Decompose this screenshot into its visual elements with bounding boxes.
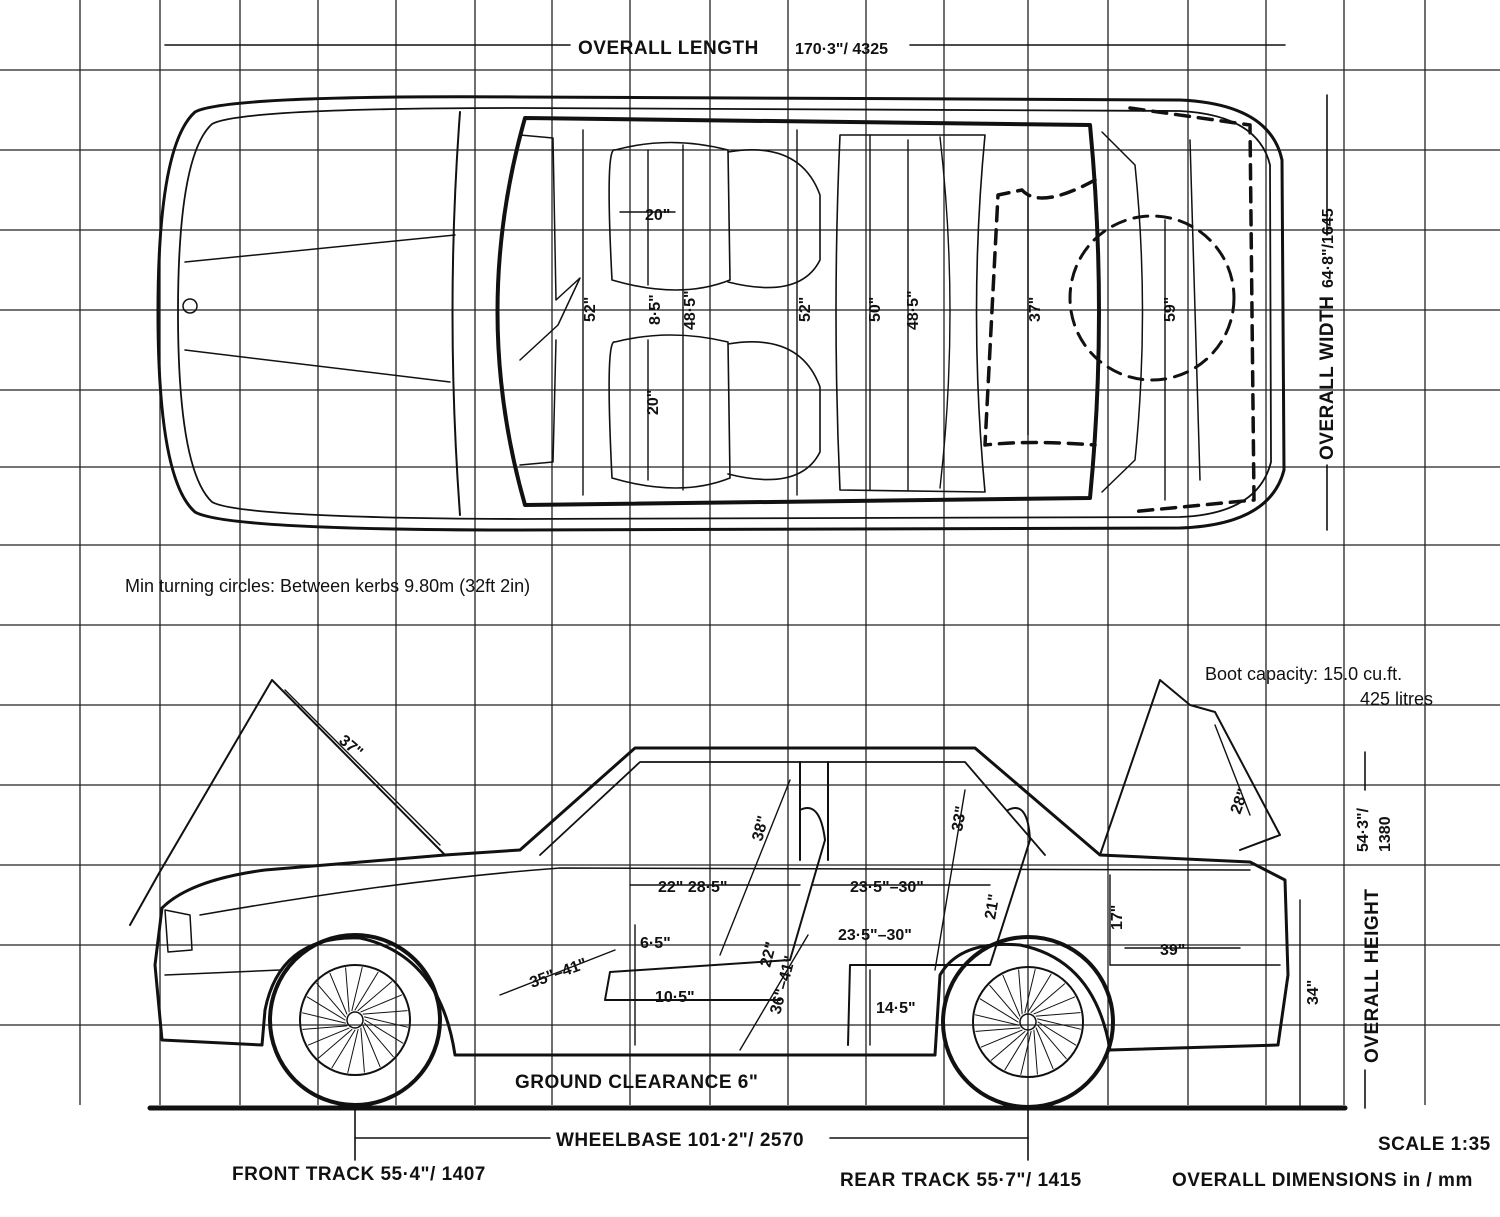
boot-capacity-cuft: Boot capacity: 15.0 cu.ft. bbox=[1205, 664, 1402, 684]
front-seat-width-top: 20" bbox=[645, 207, 670, 224]
outer-dimension-lines bbox=[164, 44, 1366, 1161]
side-view bbox=[129, 679, 1348, 1111]
rear-legroom: 23·5"–30" bbox=[850, 879, 924, 896]
rear-backrest: 21" bbox=[982, 893, 1003, 921]
front-cushion-depth: 10·5" bbox=[655, 989, 695, 1006]
boot-capacity-litres: 425 litres bbox=[1360, 689, 1433, 709]
rear-seat-width: 50" bbox=[867, 297, 884, 322]
rear-headroom: 33" bbox=[949, 805, 970, 833]
plan-view bbox=[156, 95, 1286, 532]
front-pedal-dimension: 35"–41" bbox=[528, 955, 590, 991]
sill-height: 34" bbox=[1305, 980, 1322, 1005]
front-wheel bbox=[268, 933, 442, 1107]
boot-inner-width: 37" bbox=[1027, 297, 1044, 322]
overall-length-label: OVERALL LENGTH bbox=[578, 38, 759, 59]
rear-knee-room: 23·5"–30" bbox=[838, 927, 912, 944]
boot-length: 39" bbox=[1160, 942, 1185, 959]
overall-height-inches: 54·3"/ bbox=[1355, 807, 1372, 852]
boot-width: 59" bbox=[1162, 297, 1179, 322]
turning-circle-note: Min turning circles: Between kerbs 9.80m… bbox=[125, 576, 530, 596]
bonnet-dimension: 37" bbox=[335, 732, 365, 761]
overall-width-value: 64·8"/1645 bbox=[1320, 208, 1337, 288]
front-legroom: 22" 28·5" bbox=[658, 879, 727, 896]
rear-shoulder-room: 48·5" bbox=[905, 290, 922, 330]
front-cabin-width: 52" bbox=[582, 297, 599, 322]
front-seat-width-bottom: 20" bbox=[645, 390, 662, 415]
scale-label: SCALE 1:35 bbox=[1378, 1134, 1491, 1155]
front-headroom: 38" bbox=[749, 814, 772, 843]
front-seat-back-gap: 8·5" bbox=[647, 294, 664, 325]
rear-track-label: REAR TRACK 55·7"/ 1415 bbox=[840, 1170, 1082, 1191]
overall-length-value: 170·3"/ 4325 bbox=[795, 41, 888, 58]
rear-wheel bbox=[941, 935, 1115, 1109]
front-cushion-height: 6·5" bbox=[640, 935, 671, 952]
background-grid bbox=[0, 0, 1500, 1105]
rear-cabin-width: 52" bbox=[797, 297, 814, 322]
overall-width-label: OVERALL WIDTH bbox=[1317, 296, 1338, 460]
overall-height-label: OVERALL HEIGHT bbox=[1362, 889, 1383, 1064]
rear-cushion-height: 14·5" bbox=[876, 1000, 916, 1017]
front-backrest: 22" bbox=[757, 940, 780, 969]
ground-clearance-label: GROUND CLEARANCE 6" bbox=[515, 1072, 758, 1093]
overall-height-mm: 1380 bbox=[1377, 816, 1394, 852]
wheelbase-label: WHEELBASE 101·2"/ 2570 bbox=[556, 1130, 804, 1151]
front-track-label: FRONT TRACK 55·4"/ 1407 bbox=[232, 1164, 486, 1185]
boot-height: 17" bbox=[1109, 905, 1126, 930]
labels: OVERALL LENGTH 170·3"/ 4325 OVERALL WIDT… bbox=[125, 38, 1491, 1191]
front-shoulder-room: 48·5" bbox=[682, 290, 699, 330]
overall-dimensions-units: OVERALL DIMENSIONS in / mm bbox=[1172, 1170, 1473, 1191]
